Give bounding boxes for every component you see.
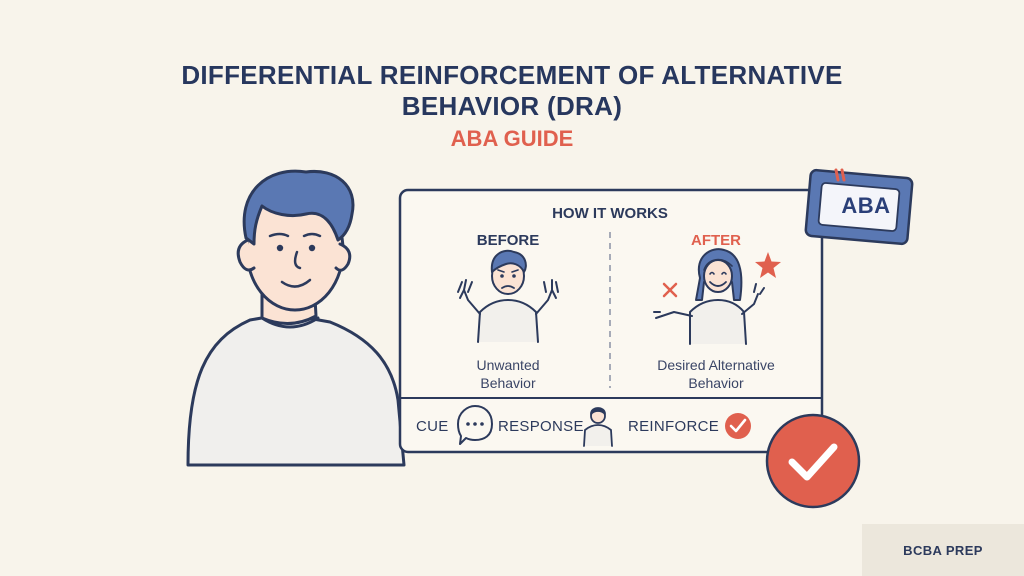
flow-step-reinforce: REINFORCE [628, 418, 720, 435]
star-icon [755, 252, 781, 278]
before-caption-line2: Behavior [480, 375, 536, 391]
after-caption-line1: Desired Alternative [657, 357, 775, 373]
small-check-icon [725, 413, 751, 439]
speech-bubble-icon [457, 405, 493, 445]
cross-icon [662, 282, 678, 298]
flow-step-cue: CUE [416, 418, 449, 435]
page-title-line2: BEHAVIOR (DRA) [401, 91, 623, 121]
page-title-line1: DIFFERENTIAL REINFORCEMENT OF ALTERNATIV… [181, 60, 843, 90]
footer-watermark: BCBA PREP [862, 524, 1024, 576]
after-caption-line2: Behavior [688, 375, 744, 391]
aba-badge-icon [804, 168, 914, 246]
before-label: BEFORE [476, 232, 540, 249]
before-figure [457, 249, 559, 343]
flow-step-response: RESPONSE [498, 418, 584, 435]
person-icon [583, 407, 613, 447]
big-check-icon [765, 413, 861, 509]
page-subtitle: ABA GUIDE [450, 126, 574, 151]
after-figure [653, 248, 765, 345]
presenter-figure [186, 169, 406, 467]
how-it-works-heading: HOW IT WORKS [552, 205, 668, 222]
after-label: AFTER [691, 232, 741, 249]
footer-label: BCBA PREP [903, 542, 983, 558]
before-caption-line1: Unwanted [476, 357, 540, 373]
aba-badge-label: ABA [841, 193, 891, 218]
